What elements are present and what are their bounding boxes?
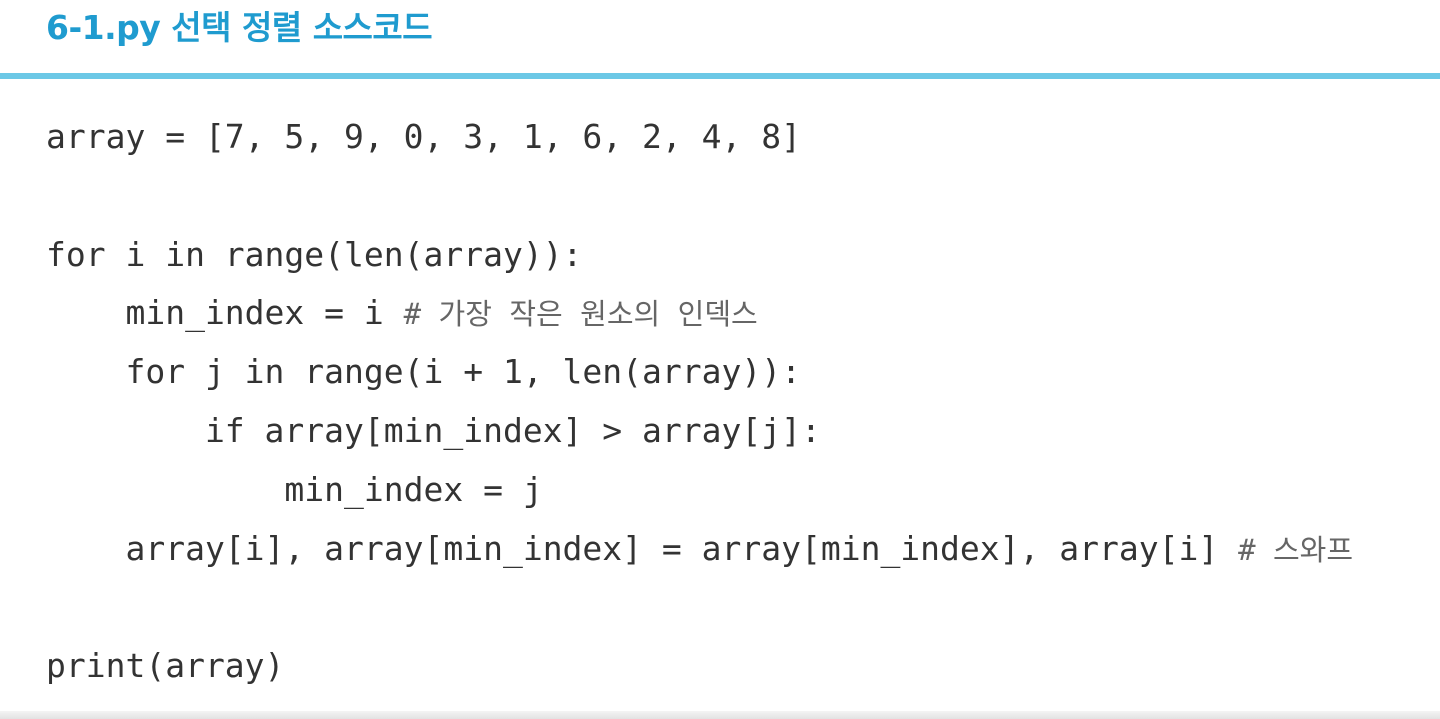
code-line: for i in range(len(array)): <box>46 226 1406 285</box>
code-line <box>46 578 1406 637</box>
code-comment: # 가장 작은 원소의 인덱스 <box>403 297 758 332</box>
listing-header: 6-1.py 선택 정렬 소스코드 <box>0 0 1440 74</box>
bottom-edge-shadow <box>0 711 1440 719</box>
code-line: if array[min_index] > array[j]: <box>46 402 1406 461</box>
code-text: print(array) <box>46 646 285 686</box>
code-text: for j in range(i + 1, len(array)): <box>46 352 801 392</box>
code-line: min_index = j <box>46 461 1406 520</box>
code-text: if array[min_index] > array[j]: <box>46 410 821 450</box>
code-text: min_index = i <box>46 293 404 333</box>
code-line: array[i], array[min_index] = array[min_i… <box>46 520 1406 579</box>
code-line: array = [7, 5, 9, 0, 3, 1, 6, 2, 4, 8] <box>46 108 1406 167</box>
code-block: array = [7, 5, 9, 0, 3, 1, 6, 2, 4, 8] f… <box>46 108 1406 696</box>
code-text: array[i], array[min_index] = array[min_i… <box>46 528 1239 568</box>
code-line: for j in range(i + 1, len(array)): <box>46 343 1406 402</box>
code-text: for i in range(len(array)): <box>46 234 583 274</box>
code-line <box>46 167 1406 226</box>
code-line: print(array) <box>46 637 1406 696</box>
code-text: array = [7, 5, 9, 0, 3, 1, 6, 2, 4, 8] <box>46 117 801 156</box>
code-comment: # 스와프 <box>1238 532 1354 567</box>
code-text: min_index = j <box>46 469 543 509</box>
header-divider <box>0 73 1440 79</box>
code-line: min_index = i # 가장 작은 원소의 인덱스 <box>46 284 1406 343</box>
listing-title: 6-1.py 선택 정렬 소스코드 <box>46 8 433 47</box>
